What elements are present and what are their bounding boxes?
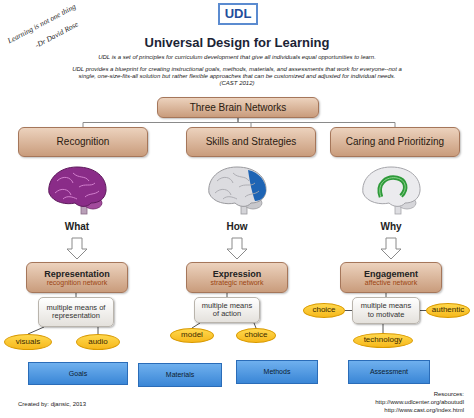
box-label: Engagement: [364, 269, 418, 279]
box-label: Skills and Strategies: [206, 136, 297, 147]
box-label: Materials: [166, 371, 194, 379]
box-label: technology: [364, 336, 403, 345]
resource-url: http://www.cast.org/index.html: [334, 407, 464, 414]
means-box: multiple means of action: [194, 297, 260, 323]
box-label: multiple means to motivate: [357, 302, 415, 319]
box-label: visuals: [16, 338, 40, 347]
curriculum-box: Goals: [28, 362, 128, 385]
question-label: What: [47, 221, 107, 233]
box-subtitle: strategic network: [211, 279, 264, 287]
header-box: UDL: [218, 3, 258, 25]
connector-line: [383, 324, 384, 333]
question-label: Why: [361, 221, 421, 233]
connector-line: [345, 310, 352, 311]
box-label: Caring and Prioritizing: [346, 136, 444, 147]
box-label: multiple means of action: [199, 302, 255, 319]
box-label: choice: [244, 331, 267, 340]
means-box: multiple means of representation: [38, 297, 114, 327]
network-box: Three Brain Networks: [157, 97, 319, 118]
connector-line: [98, 327, 99, 334]
box-label: audio: [88, 338, 108, 347]
example-oval: audio: [76, 334, 120, 350]
credit-note: Created by: djansic, 2013: [18, 401, 158, 408]
example-oval: choice: [236, 328, 276, 343]
box-label: choice: [312, 306, 335, 315]
network-box: Caring and Prioritizing: [330, 127, 460, 157]
box-subtitle: recognition network: [47, 279, 108, 287]
network-box: Skills and Strategies: [186, 127, 316, 157]
brain-affective: [363, 167, 420, 214]
curriculum-box: Methods: [236, 360, 318, 384]
box-label: model: [181, 331, 203, 340]
means-box: multiple means to motivate: [352, 297, 420, 324]
box-subtitle: affective network: [365, 279, 417, 287]
example-oval: authentic: [426, 303, 470, 318]
box-label: authentic: [432, 306, 464, 315]
down-arrow: [227, 238, 247, 259]
down-arrow: [381, 238, 401, 259]
network-box: Expressionstrategic network: [186, 262, 288, 293]
box-label: Representation: [44, 269, 110, 279]
network-box: Recognition: [18, 127, 148, 157]
down-arrow: [67, 238, 87, 259]
network-box: Representationrecognition network: [26, 262, 128, 293]
network-box: Engagementaffective network: [340, 262, 442, 293]
box-label: multiple means of representation: [43, 304, 109, 321]
box-label: Expression: [213, 269, 262, 279]
example-oval: choice: [303, 303, 345, 318]
box-label: Recognition: [57, 136, 110, 147]
box-label: Goals: [69, 370, 87, 378]
title: Universal Design for Learning: [60, 36, 414, 51]
example-oval: model: [170, 328, 214, 343]
curriculum-box: Assessment: [348, 360, 430, 384]
curriculum-box: Materials: [138, 363, 222, 387]
box-label: UDL: [225, 7, 252, 22]
question-label: How: [207, 221, 267, 233]
connector-line: [238, 118, 395, 127]
connector-line: [28, 327, 44, 334]
intro-text: UDL is a set of principles for curriculu…: [47, 54, 427, 61]
resources-note: Resources:: [334, 391, 464, 398]
box-label: Methods: [264, 368, 291, 376]
intro-text: UDL provides a blueprint for creating in…: [72, 66, 402, 87]
brain-strategic: [209, 167, 266, 214]
brain-recognition: [49, 167, 106, 214]
connector-line: [83, 118, 238, 127]
resource-url: http://www.udlcenter.org/aboutudl: [334, 399, 464, 406]
box-label: Three Brain Networks: [190, 102, 287, 113]
example-oval: visuals: [4, 334, 52, 350]
box-label: Assessment: [370, 368, 408, 376]
example-oval: technology: [353, 333, 413, 348]
